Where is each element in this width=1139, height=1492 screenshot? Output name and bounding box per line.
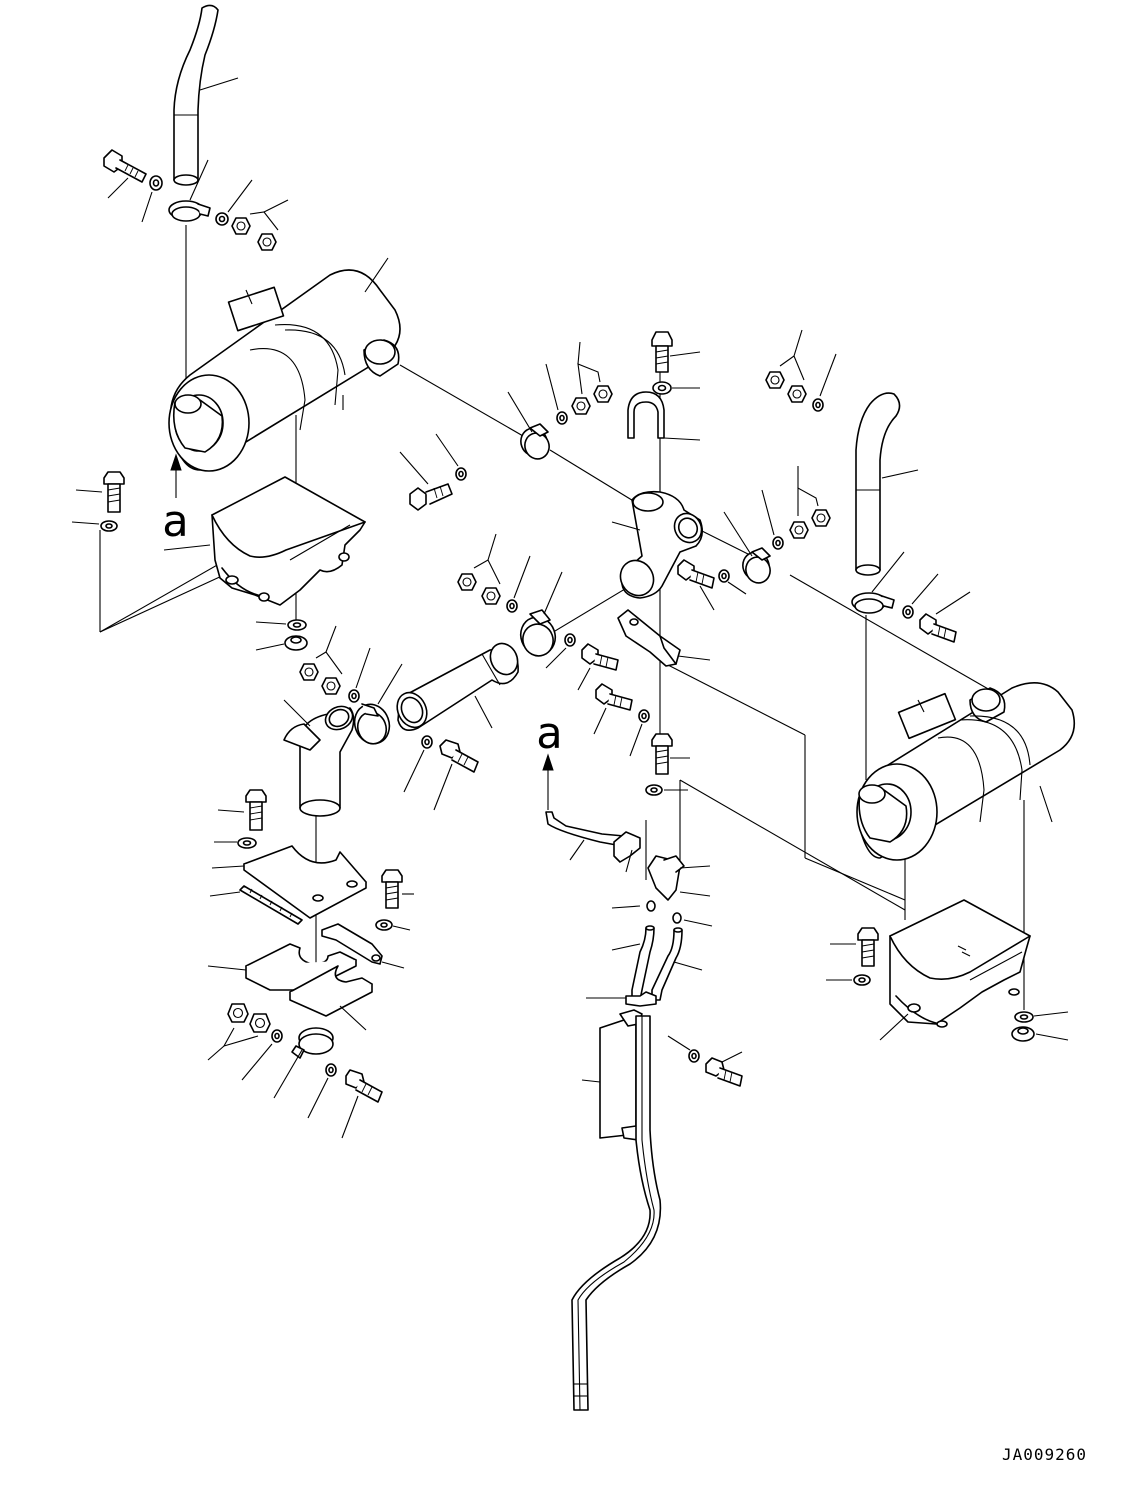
right-center-nuts: [789, 466, 831, 539]
lower-washer-b: [307, 1063, 337, 1119]
center-bracket-washer: [629, 709, 650, 757]
lower-gasket-strip: [209, 885, 303, 925]
hose-long-pair: [571, 1015, 662, 1411]
hose-clamp-bolt: [705, 1051, 743, 1087]
right-muffler: [856, 682, 1076, 861]
center-clip-bolt: [651, 733, 690, 775]
lower-stay-bolt: [381, 869, 414, 909]
right-bracket-washer-lower: [1014, 1011, 1069, 1023]
lower-plate-washer: [214, 837, 257, 849]
right-clamp-washer: [812, 353, 837, 412]
left-clamp-washer-2: [215, 179, 253, 226]
center-clamp-nuts: [571, 341, 613, 415]
lower-cover-plate: [211, 845, 367, 919]
center-washer-lower: [545, 633, 576, 669]
left-bracket-nut-lower: [255, 635, 308, 651]
center-bolt: [399, 451, 453, 511]
right-bracket-nut-lower: [1011, 1026, 1069, 1042]
left-muffler: [168, 257, 401, 472]
left-clamp-nuts: [231, 199, 289, 251]
lower-stay-washer: [375, 919, 411, 931]
right-tail-washer: [902, 573, 939, 619]
center-clamp-washer: [545, 363, 568, 425]
flex-pipe: [396, 642, 519, 731]
left-elbow-washer-2: [403, 735, 433, 793]
center-u-bolt: [627, 391, 701, 441]
center-clamp-lower: [519, 571, 563, 657]
view-label-center: a: [536, 708, 563, 759]
center-nuts-left: [457, 533, 501, 605]
right-clamp-nuts: [765, 329, 807, 403]
center-sensor-bracket: [617, 609, 711, 667]
lower-insulator-lower: [289, 965, 373, 1031]
right-center-clamp: [723, 511, 771, 584]
lower-clamp: [273, 1027, 334, 1099]
lower-insulator-upper: [207, 943, 357, 991]
lower-stay: [321, 923, 405, 969]
left-exhaust-elbow: [283, 699, 355, 817]
lower-nuts: [207, 1003, 271, 1061]
center-washer-left: [506, 555, 531, 613]
view-label-left: a: [162, 496, 189, 547]
view-arrow-center: a: [536, 708, 563, 810]
sensor-hose-pair: [611, 925, 703, 1001]
hose-insulation-sleeve: [581, 1009, 645, 1141]
sensor-washer: [611, 900, 656, 912]
center-bracket-bolt: [593, 683, 633, 735]
left-tail-pipe-clamp: [168, 159, 211, 222]
right-muffler-bracket: [879, 899, 1031, 1041]
left-bracket-washer-lower: [255, 619, 307, 631]
sensor-tube: [545, 811, 641, 873]
left-bracket-bolt: [75, 471, 125, 513]
center-u-bolt-bolt: [651, 331, 701, 373]
left-clamp-bolt: [103, 149, 147, 199]
center-clamp-left: [507, 391, 550, 460]
sensor-connector: [647, 855, 711, 901]
lower-washer-a: [241, 1029, 283, 1081]
right-tail-clamp: [851, 551, 905, 614]
left-bracket-washer: [71, 520, 118, 532]
hose-clip-upper: [586, 991, 657, 1007]
left-tail-pipe: [173, 4, 239, 186]
left-muffler-bracket: [163, 476, 366, 606]
document-id: JA009260: [1002, 1445, 1087, 1464]
right-center-washer-2: [718, 569, 747, 595]
center-y-pipe: [611, 490, 704, 599]
right-bracket-bolt: [830, 927, 879, 967]
view-arrow-left: a: [162, 453, 189, 547]
left-clamp-washer: [141, 175, 163, 223]
hose-clamp-washer: [667, 1035, 700, 1063]
center-bolt-lower: [577, 643, 619, 691]
center-u-bolt-washer: [652, 381, 700, 395]
right-tail-pipe: [855, 392, 919, 576]
lower-plate-bolt: [217, 789, 267, 831]
sensor-washer-2: [672, 912, 713, 927]
right-bracket-washer: [826, 974, 871, 986]
left-flex-clamp: [353, 663, 403, 745]
left-elbow-bolt: [433, 739, 479, 811]
right-tail-bolt: [919, 591, 971, 643]
lower-clamp-bolt: [341, 1069, 383, 1139]
center-clip-washer: [645, 784, 688, 796]
left-elbow-nuts: [299, 625, 343, 695]
center-washer: [435, 433, 467, 481]
left-elbow-washer: [348, 647, 371, 703]
right-center-washer: [761, 489, 784, 550]
right-center-bolt: [677, 559, 715, 611]
